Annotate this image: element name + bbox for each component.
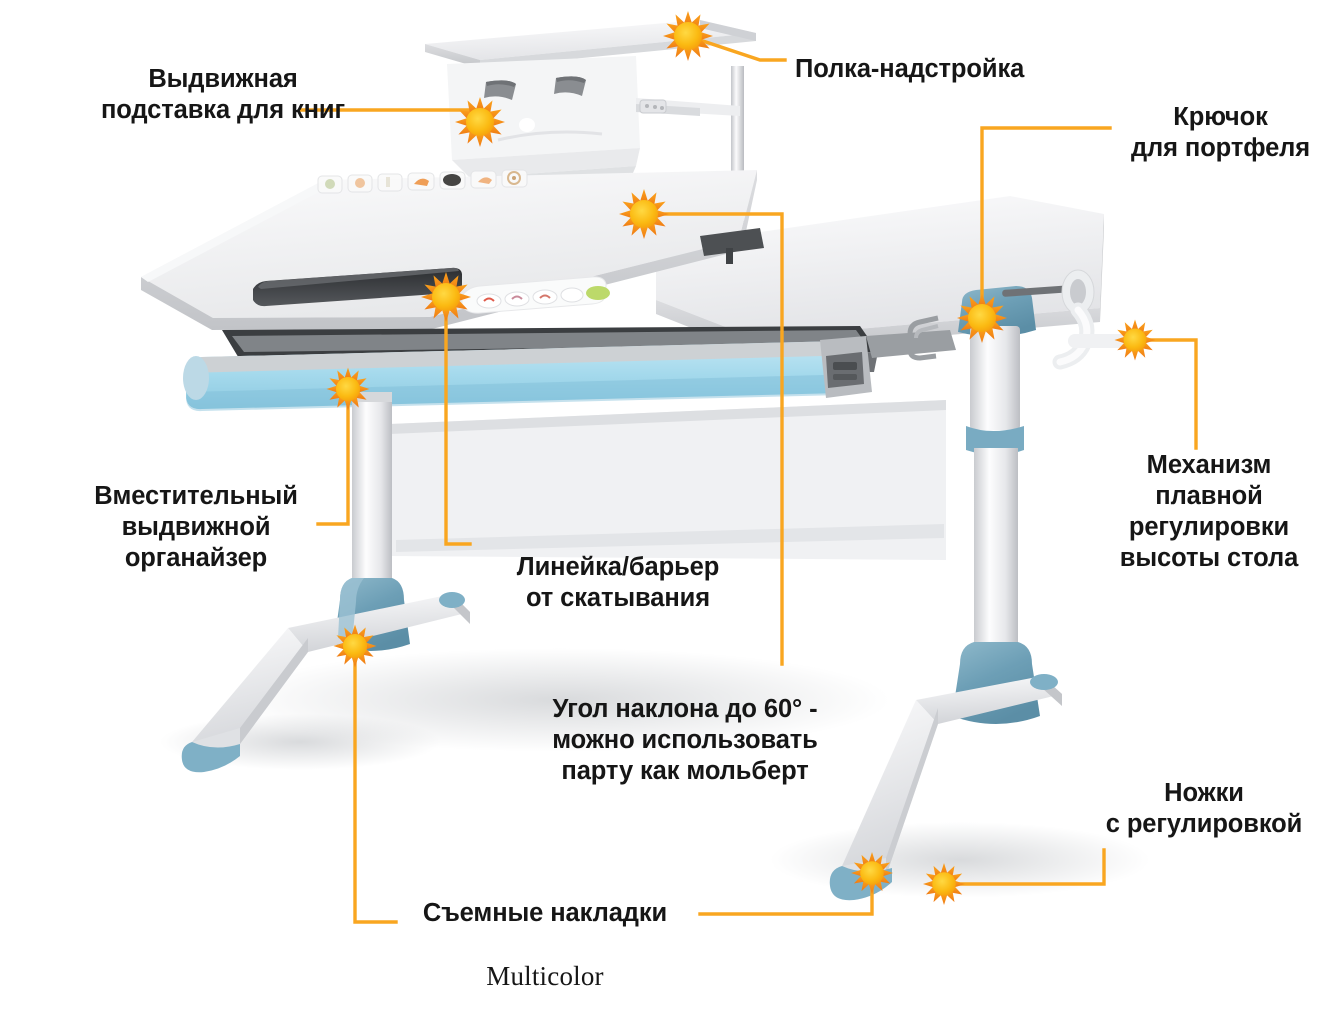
leader-multicolor-left — [353, 644, 398, 924]
callout-hook: Крючок для портфеля — [1130, 103, 1311, 163]
tilting-tabletop — [141, 169, 764, 330]
sun-marker — [923, 863, 965, 905]
sun-marker — [1114, 319, 1156, 361]
callout-multicolor-line2: Multicolor — [486, 961, 604, 992]
callout-shelf: Полка-надстройка — [795, 55, 1025, 83]
sun-marker — [851, 852, 893, 894]
leader-tilt — [642, 212, 784, 666]
left-leg — [181, 392, 470, 773]
crank-handle — [1002, 269, 1130, 370]
infographic-canvas: Выдвижная подставка для книг Полка-надст… — [94, 11, 1311, 991]
ruler-barrier — [253, 267, 462, 307]
drawer-latch — [820, 336, 872, 398]
sun-marker — [421, 272, 471, 322]
sun-marker — [326, 367, 370, 411]
callout-legs: Ножки с регулировкой — [1105, 779, 1303, 839]
leader-lines — [298, 33, 1198, 924]
leader-legs — [942, 848, 1106, 886]
sticker-row — [317, 169, 528, 194]
leader-hook — [980, 126, 1112, 320]
callout-ruler: Линейка/барьер от скатывания — [516, 553, 720, 613]
leader-organizer — [316, 387, 350, 526]
sun-marker — [957, 293, 1007, 343]
sun-marker — [663, 11, 713, 61]
leader-ruler — [444, 295, 472, 546]
desk-illustration — [141, 11, 1198, 924]
control-panel — [461, 276, 610, 314]
bag-hook — [907, 315, 939, 361]
sun-marker — [455, 97, 505, 147]
callout-tilt-angle: Угол наклона до 60° - можно использовать… — [552, 695, 818, 786]
callout-mechanism: Механизм плавной регулировки высоты стол… — [1119, 451, 1299, 573]
sun-marker — [619, 189, 669, 239]
drawer-organizer — [183, 326, 956, 412]
callout-multicolor: Съемные накладки Multicolor — [390, 867, 700, 1024]
callout-multicolor-line1: Съемные накладки — [422, 899, 668, 928]
callout-organizer: Вместительный выдвижной органайзер — [94, 482, 298, 573]
callout-book-stand: Выдвижная подставка для книг — [100, 65, 346, 125]
sun-marker — [333, 624, 377, 668]
leader-shelf — [685, 33, 787, 62]
sun-markers — [326, 11, 1156, 905]
